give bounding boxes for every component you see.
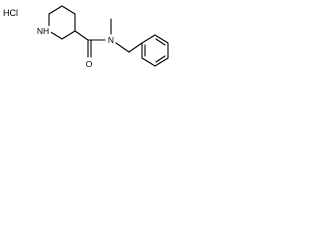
chemical-structure: HCl NH O N xyxy=(3,5,169,69)
ring-bond xyxy=(154,34,169,44)
carbonyl-o-label: O xyxy=(86,59,93,69)
amide-n-label: N xyxy=(108,35,114,45)
ring-nh-label: NH xyxy=(37,26,49,36)
ring-bond xyxy=(141,34,156,44)
ring-bond xyxy=(154,57,169,67)
ring-bond xyxy=(61,5,76,15)
n-benzyl-ch2-bond xyxy=(115,42,130,53)
hcl-salt-label: HCl xyxy=(3,8,18,18)
ring-bond xyxy=(141,57,156,67)
ring-bond xyxy=(48,30,63,40)
aromatic-double-bond xyxy=(155,38,166,46)
aromatic-double-bond xyxy=(155,55,166,63)
ring-bond xyxy=(61,30,76,40)
ch2-phenyl-bond xyxy=(128,42,143,53)
piperidine-ring xyxy=(48,5,76,40)
nh-label-bg xyxy=(35,26,51,37)
c3-carbonyl-bond xyxy=(74,30,89,41)
ring-bond xyxy=(48,5,63,15)
phenyl-ring xyxy=(141,34,169,67)
